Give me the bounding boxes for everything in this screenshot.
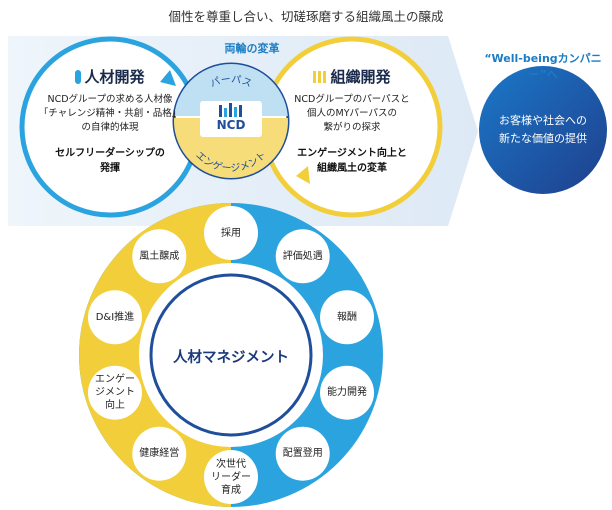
ring-node-label-culture: 風土醸成 xyxy=(139,250,180,262)
ring-node-dei xyxy=(87,290,142,345)
ncd-brand: NCD xyxy=(216,118,246,132)
goal-text: お客様や社会への 新たな価値の提供 xyxy=(499,114,587,145)
goal-circle xyxy=(479,66,607,194)
ring-node-culture xyxy=(132,229,187,284)
group-icon xyxy=(313,71,328,83)
org-dev-desc: NCDグループのパーパスと 個人のMYパーパスの 繋がりの探求 xyxy=(294,94,410,133)
ring-node-label-health-management: 健康経営 xyxy=(139,448,180,460)
ncd-mark-icon xyxy=(219,103,242,117)
person-icon xyxy=(75,70,82,84)
ring-node-label-skill-development: 能力開発 xyxy=(327,387,368,399)
ring-node-label-compensation: 報酬 xyxy=(337,311,358,323)
org-dev-bold: エンゲージメント向上と 組織風土の変革 xyxy=(297,148,407,174)
talent-dev-heading: 人材開発 xyxy=(30,66,190,87)
ring-node-placement xyxy=(275,426,330,481)
talent-dev-desc: NCDグループの求める人材像 「チャレンジ精神・共創・品格」 の自律的体現 xyxy=(38,94,182,133)
talent-dev-bold: セルフリーダーシップの 発揮 xyxy=(55,148,165,174)
ring-node-label-placement: 配置登用 xyxy=(282,448,323,460)
ring-node-skill-development xyxy=(320,365,375,420)
top-caption: 個性を尊重し合い、切磋琢磨する組織風土の醸成 xyxy=(168,9,444,24)
ring-node-engagement xyxy=(87,365,142,420)
ring-node-label-hiring: 採用 xyxy=(221,227,241,239)
ring-node-compensation xyxy=(320,290,375,345)
ring-node-label-evaluation: 評価処遇 xyxy=(282,250,323,262)
ring-node-label-engagement: エンゲージメント向上 xyxy=(94,374,135,412)
band-label: 両輪の変革 xyxy=(224,42,280,55)
well-being-label: “Well-beingカンパニー”へ xyxy=(484,52,602,81)
ring-node-next-gen-leader xyxy=(204,450,258,504)
ring-node-label-next-gen-leader: 次世代リーダー育成 xyxy=(211,458,251,496)
arrow-left-head xyxy=(296,166,310,184)
org-dev-heading: 組織開発 xyxy=(272,66,432,87)
hub-circle xyxy=(149,273,313,437)
ring-node-label-dei: D&I推進 xyxy=(95,311,135,323)
arrow-right-head xyxy=(160,70,176,86)
ring-node-health-management xyxy=(132,426,187,481)
ring-node-hiring xyxy=(204,206,258,260)
hub-label: 人材マネジメント xyxy=(173,350,289,366)
ring-node-evaluation xyxy=(275,229,330,284)
